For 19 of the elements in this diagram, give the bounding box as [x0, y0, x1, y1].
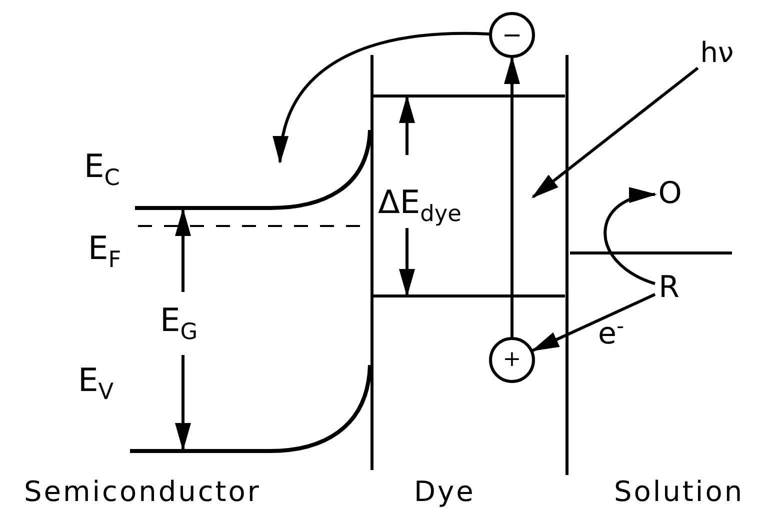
energy-label: ΔE$_{dye}$ [378, 186, 462, 226]
region-label: Semiconductor [24, 478, 261, 506]
arrow [531, 66, 699, 198]
region-label: Dye [414, 478, 476, 506]
charge-circle: − [489, 12, 535, 58]
charge-circle: + [489, 337, 535, 383]
energy-label: E$_{G}$ [160, 304, 198, 344]
energy-label: E$_{C}$ [84, 150, 120, 190]
edge-label: e$^{-}$ [598, 316, 624, 350]
arrow [604, 189, 657, 286]
arrow [274, 32, 490, 164]
energy-label: E$_{V}$ [78, 364, 114, 404]
species-label: O [655, 178, 685, 210]
photon-label: hν [696, 38, 738, 68]
arrow [504, 56, 520, 337]
species-label: R [655, 272, 683, 304]
region-label: Solution [614, 478, 744, 506]
energy-label: E$_{F}$ [88, 232, 122, 272]
arrow [531, 293, 656, 352]
